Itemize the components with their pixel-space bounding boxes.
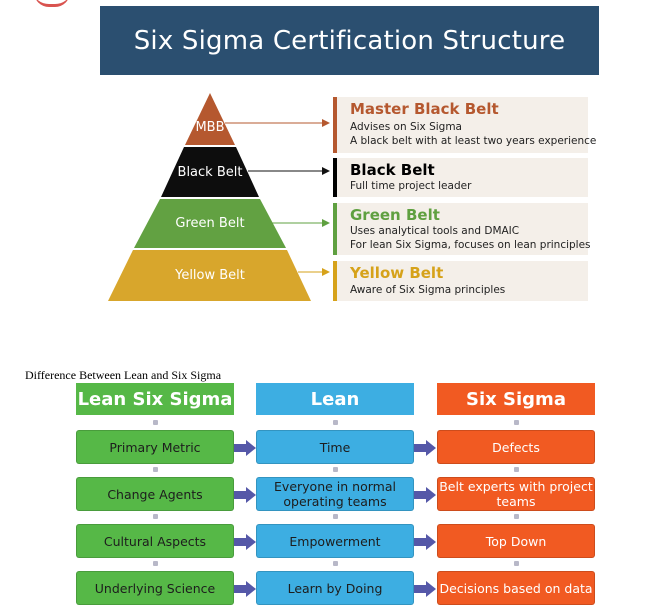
flow-arrow (234, 581, 258, 601)
cell-six-sigma: Defects (437, 430, 595, 464)
connector-dot (333, 514, 338, 519)
connector-dot (514, 561, 519, 566)
pyramid-label-mbb: MBB (195, 120, 225, 135)
cell-six-sigma: Decisions based on data (437, 571, 595, 605)
cell-lean-six-sigma: Cultural Aspects (76, 524, 234, 558)
connector-arrow-yellow-belt (298, 268, 330, 276)
connector-dot (153, 561, 158, 566)
flow-arrow (414, 440, 438, 460)
cell-lean-six-sigma: Underlying Science (76, 571, 234, 605)
cell-lean: Time (256, 430, 414, 464)
pyramid-tier-black-belt (161, 147, 259, 197)
card-title: Green Belt (350, 206, 440, 224)
connector-arrow-green-belt (272, 219, 330, 227)
flow-arrow (234, 534, 258, 554)
card-accent-bar (333, 261, 337, 301)
card-title: Black Belt (350, 161, 435, 179)
flow-arrow (414, 487, 438, 507)
connector-dot (153, 467, 158, 472)
pyramid-tier-green-belt (134, 199, 286, 248)
connector-dot (514, 467, 519, 472)
connector-dot (333, 420, 338, 425)
pyramid-tier-mbb (185, 93, 235, 145)
card-title: Master Black Belt (350, 100, 499, 118)
connector-dot (153, 514, 158, 519)
title-banner: Six Sigma Certification Structure (100, 6, 599, 75)
flow-arrow (234, 440, 258, 460)
card-master-black-belt: Master Black Belt Advises on Six Sigma A… (333, 97, 596, 153)
cell-lean: Empowerment (256, 524, 414, 558)
connector-arrow-mbb (225, 119, 330, 127)
cell-six-sigma: Top Down (437, 524, 595, 558)
card-description: For lean Six Sigma, focuses on lean prin… (350, 239, 591, 251)
cell-six-sigma: Belt experts with project teams (437, 477, 595, 511)
cell-lean: Learn by Doing (256, 571, 414, 605)
card-description: Uses analytical tools and DMAIC (350, 225, 520, 237)
page-title: Six Sigma Certification Structure (133, 25, 566, 56)
card-green-belt: Green Belt Uses analytical tools and DMA… (333, 203, 591, 255)
header-lean: Lean (256, 383, 414, 415)
pyramid-label-yellow-belt: Yellow Belt (175, 268, 245, 283)
card-black-belt: Black Belt Full time project leader (333, 158, 588, 197)
comparison-caption: Difference Between Lean and Six Sigma (25, 368, 222, 382)
flow-arrow (414, 534, 438, 554)
flow-arrow (414, 581, 438, 601)
pyramid-tier-yellow-belt (108, 250, 311, 301)
card-accent-bar (333, 158, 337, 197)
pyramid-label-black-belt: Black Belt (177, 165, 243, 180)
belt-pyramid (108, 93, 330, 301)
connector-dot (514, 420, 519, 425)
connector-dot (333, 467, 338, 472)
card-description: Advises on Six Sigma (350, 121, 462, 133)
logo-fragment (34, 0, 70, 7)
connector-dot (514, 514, 519, 519)
card-accent-bar (333, 203, 337, 255)
connector-arrow-black-belt (248, 167, 330, 175)
card-accent-bar (333, 97, 337, 153)
card-yellow-belt: Yellow Belt Aware of Six Sigma principle… (333, 261, 588, 301)
cell-lean-six-sigma: Primary Metric (76, 430, 234, 464)
card-description: A black belt with at least two years exp… (350, 135, 597, 147)
flow-arrow (234, 487, 258, 507)
cell-lean: Everyone in normal operating teams (256, 477, 414, 511)
card-description: Full time project leader (350, 180, 472, 192)
header-six-sigma: Six Sigma (437, 383, 595, 415)
connector-dot (333, 561, 338, 566)
connector-dot (153, 420, 158, 425)
header-lean-six-sigma: Lean Six Sigma (76, 383, 234, 415)
card-description: Aware of Six Sigma principles (350, 284, 506, 296)
card-title: Yellow Belt (350, 264, 444, 282)
cell-lean-six-sigma: Change Agents (76, 477, 234, 511)
pyramid-label-green-belt: Green Belt (175, 216, 245, 231)
